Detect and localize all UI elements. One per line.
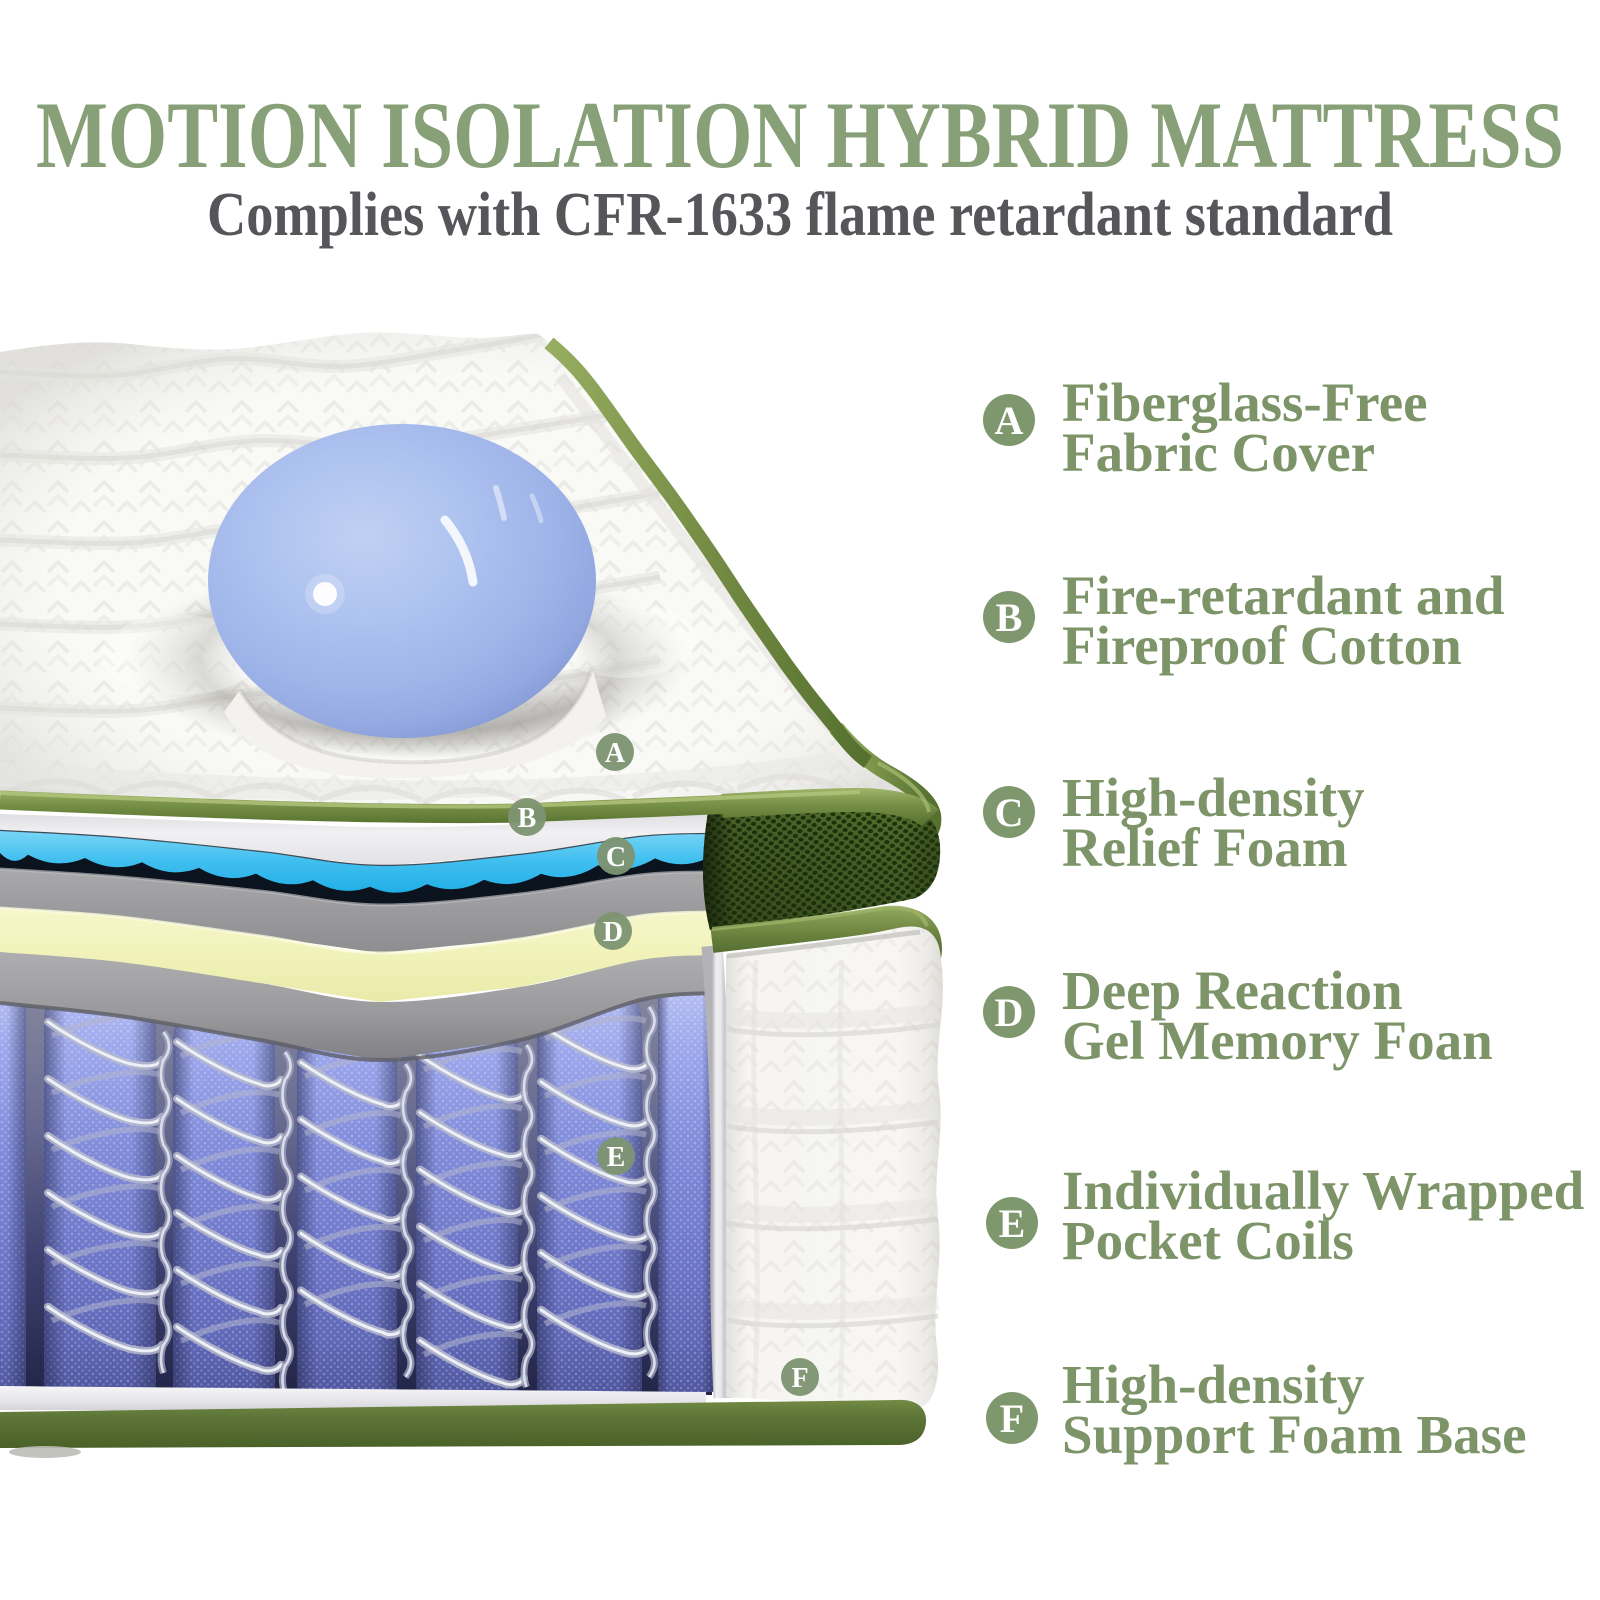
svg-text:D: D xyxy=(603,917,623,948)
svg-text:B: B xyxy=(518,803,537,834)
svg-text:E: E xyxy=(607,1142,626,1173)
svg-text:A: A xyxy=(605,738,626,769)
svg-text:F: F xyxy=(791,1363,808,1394)
svg-text:C: C xyxy=(606,842,626,873)
